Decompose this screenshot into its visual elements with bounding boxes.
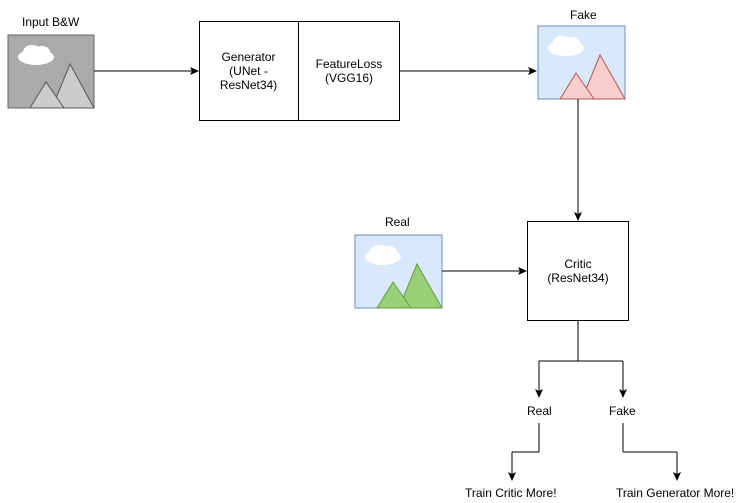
generator-block: Generator (UNet - ResNet34) <box>199 21 298 121</box>
mountain-shape <box>398 262 443 309</box>
generator-featureloss-box <box>199 21 400 121</box>
mountain-shape <box>559 72 595 100</box>
critic-title: Critic <box>564 257 592 271</box>
train-critic-label: Train Critic More! <box>465 486 557 500</box>
featureloss-block: FeatureLoss (VGG16) <box>298 21 400 121</box>
featureloss-arch: (VGG16) <box>324 71 373 85</box>
fake-image-label: Fake <box>570 8 597 22</box>
featureloss-title: FeatureLoss <box>315 57 383 71</box>
cloud-icon <box>18 45 54 65</box>
mountain-shape <box>581 53 626 100</box>
real-image-icon <box>354 234 443 309</box>
cloud-icon <box>548 36 584 56</box>
cloud-icon <box>365 245 401 265</box>
train-generator-label: Train Generator More! <box>616 486 735 500</box>
mountain-shape <box>376 281 412 309</box>
box-divider <box>298 22 299 120</box>
mountain-shape <box>29 81 65 109</box>
generator-arch-line1: (UNet - <box>229 64 268 78</box>
critic-arch: (ResNet34) <box>547 271 609 285</box>
mountain-shape <box>51 62 95 109</box>
fake-branch-label: Fake <box>609 404 636 418</box>
grayscale-image-icon <box>7 34 95 109</box>
critic-block: Critic (ResNet34) <box>527 221 629 321</box>
generator-title: Generator <box>221 50 276 64</box>
input-image-label: Input B&W <box>22 15 80 29</box>
critic-box <box>527 221 629 321</box>
fake-image-icon <box>537 25 626 100</box>
real-branch-label: Real <box>527 404 552 418</box>
generator-arch-line2: ResNet34) <box>219 78 278 92</box>
real-image-label: Real <box>385 215 410 229</box>
